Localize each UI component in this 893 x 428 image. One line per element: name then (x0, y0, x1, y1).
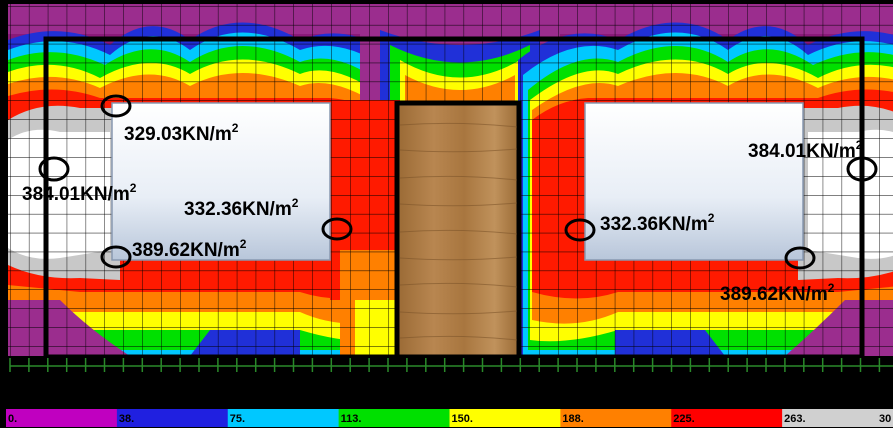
legend-swatch (560, 409, 672, 427)
legend-swatch (338, 409, 450, 427)
annotation-label: 384.01KN/m2 (22, 181, 137, 205)
annotation-labels: 329.03KN/m2 384.01KN/m2 332.36KN/m2 389.… (22, 121, 863, 305)
color-legend-bar: 0. 38. 75. 113. 150. 188. 225. 263. 30 (0, 406, 893, 428)
marker-5 (564, 218, 596, 242)
legend-tick-label: 188. (562, 413, 583, 425)
marker-6 (846, 156, 878, 182)
marker-3 (321, 217, 353, 241)
legend-swatch (671, 409, 783, 427)
marker-4 (100, 245, 132, 269)
annotation-label: 384.01KN/m2 (748, 138, 863, 162)
annotation-label: 332.36KN/m2 (184, 196, 299, 220)
legend-tick-label: 75. (230, 413, 245, 425)
legend-swatch (6, 409, 118, 427)
legend-tick-label: 113. (341, 413, 362, 425)
legend-swatch (116, 409, 229, 427)
stress-markers (38, 94, 878, 270)
legend-tick-label: 0. (8, 413, 17, 425)
legend-swatch (227, 409, 340, 427)
legend-tick-label: 30 (879, 413, 891, 425)
legend-tick-label: 38. (119, 413, 134, 425)
annotation-label: 329.03KN/m2 (124, 121, 239, 145)
marker-1 (100, 94, 132, 118)
annotation-label: 389.62KN/m2 (720, 281, 835, 305)
legend-swatch (782, 409, 893, 427)
legend-swatch (449, 409, 561, 427)
annotation-label: 332.36KN/m2 (600, 211, 715, 235)
base-supports (9, 358, 893, 372)
right-window (584, 102, 804, 261)
marker-7 (784, 246, 816, 270)
marker-2 (38, 156, 70, 182)
ground-strip (0, 376, 893, 406)
legend-tick-label: 150. (452, 413, 473, 425)
annotation-label: 389.62KN/m2 (132, 237, 247, 261)
door (394, 100, 522, 360)
legend-tick-label: 263. (784, 413, 805, 425)
left-window (111, 102, 331, 261)
legend-tick-label: 225. (673, 413, 694, 425)
